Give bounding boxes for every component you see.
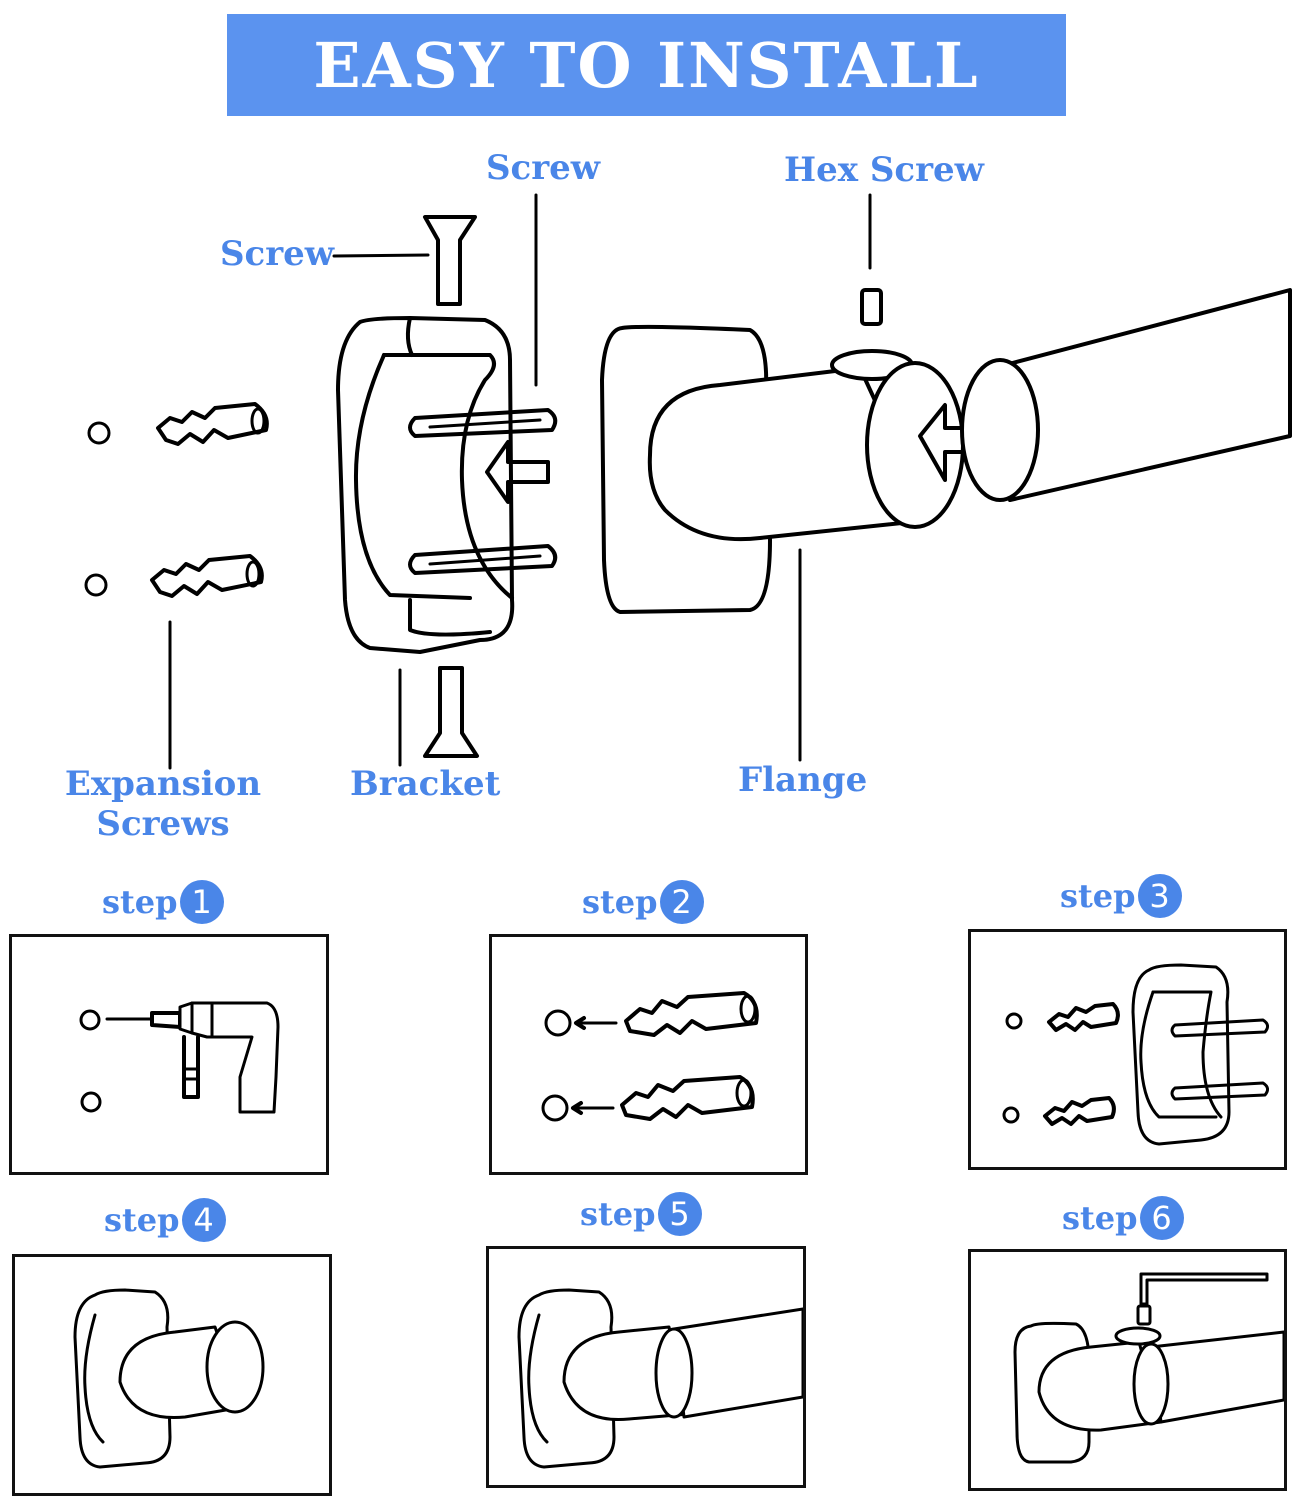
step-6-panel xyxy=(968,1249,1287,1491)
step-word: step xyxy=(582,883,658,921)
rod-insert-icon xyxy=(517,1288,805,1469)
step-1-heading: step 1 xyxy=(102,880,224,924)
flange-mount-icon xyxy=(73,1288,265,1469)
leader-screw-left xyxy=(332,253,430,258)
exploded-diagram xyxy=(84,193,1292,770)
hex-tighten-icon xyxy=(1013,1272,1286,1464)
step-number-badge: 6 xyxy=(1139,1196,1184,1240)
page-title: EASY TO INSTALL xyxy=(313,28,980,102)
step-word: step xyxy=(1060,877,1136,915)
label-expansion-line2: Screws xyxy=(96,804,230,844)
bracket-mount-icon xyxy=(1002,963,1270,1146)
expansion-anchor-icon xyxy=(150,554,264,598)
hex-screw-icon xyxy=(860,288,883,326)
label-flange: Flange xyxy=(738,760,868,800)
step-2-panel xyxy=(489,934,808,1175)
step-1-panel xyxy=(9,934,329,1175)
step-3-panel xyxy=(968,929,1287,1170)
step-number-badge: 3 xyxy=(1137,874,1182,918)
top-screw-icon xyxy=(423,215,477,306)
bottom-screw-icon xyxy=(423,666,479,758)
rod-icon xyxy=(960,288,1292,502)
wall-hole-icon xyxy=(87,421,111,445)
anchors-insert-icon xyxy=(541,991,759,1122)
drill-icon xyxy=(79,1001,280,1114)
step-5-heading: step 5 xyxy=(580,1192,702,1236)
step-3-heading: step 3 xyxy=(1060,874,1182,918)
label-bracket: Bracket xyxy=(350,764,501,804)
step-number-badge: 1 xyxy=(179,880,224,924)
step-2-heading: step 2 xyxy=(582,880,704,924)
label-hex-screw: Hex Screw xyxy=(784,150,984,190)
step-4-heading: step 4 xyxy=(104,1198,226,1242)
step-number-badge: 4 xyxy=(181,1198,226,1242)
label-screw-left: Screw xyxy=(220,234,335,274)
flange-icon xyxy=(600,324,1000,614)
step-number-badge: 2 xyxy=(659,880,704,924)
bracket-icon xyxy=(336,316,558,654)
label-expansion-screws: Expansion Screws xyxy=(58,764,268,844)
step-word: step xyxy=(1062,1199,1138,1237)
step-word: step xyxy=(580,1195,656,1233)
step-number-badge: 5 xyxy=(657,1192,702,1236)
step-4-panel xyxy=(12,1254,332,1496)
step-word: step xyxy=(102,883,178,921)
wall-hole-icon xyxy=(84,573,108,597)
label-expansion-line1: Expansion xyxy=(64,764,262,804)
step-6-heading: step 6 xyxy=(1062,1196,1184,1240)
title-banner: EASY TO INSTALL xyxy=(227,14,1066,116)
label-screw-top: Screw xyxy=(486,148,601,188)
expansion-anchor-icon xyxy=(156,402,269,446)
step-5-panel xyxy=(486,1246,806,1488)
step-word: step xyxy=(104,1201,180,1239)
